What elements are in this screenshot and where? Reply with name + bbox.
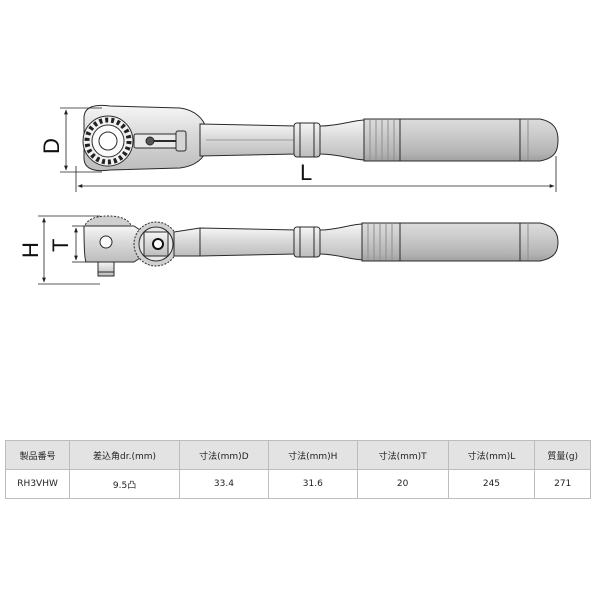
dim-label-L: L [300,160,312,185]
cell-dimension-T: 20 [356,469,449,499]
cell-weight: 271 [534,469,591,499]
dimension-H [38,215,100,285]
dim-label-T: T [48,239,73,252]
cell-drive-size: 9.5凸 [69,469,180,499]
cell-dimension-H: 31.6 [267,469,358,499]
spec-table-header-row: 製品番号 差込角dr.(mm) 寸法(mm)D 寸法(mm)H 寸法(mm)T … [4,440,591,470]
spec-table: 製品番号 差込角dr.(mm) 寸法(mm)D 寸法(mm)H 寸法(mm)T … [4,440,591,499]
cell-dimension-L: 245 [447,469,536,499]
header-drive-size: 差込角dr.(mm) [69,440,180,470]
header-weight: 質量(g) [534,440,591,470]
cell-dimension-D: 33.4 [178,469,269,499]
header-dimension-T: 寸法(mm)T [356,440,449,470]
dimension-D [60,107,102,173]
dim-label-D: D [39,138,64,154]
header-dimension-H: 寸法(mm)H [267,440,358,470]
dim-label-H: H [18,242,43,258]
cell-product-number: RH3VHW [4,469,71,499]
dimension-T [72,225,86,263]
header-dimension-D: 寸法(mm)D [178,440,269,470]
table-row: RH3VHW 9.5凸 33.4 31.6 20 245 271 [4,469,591,499]
dimension-L [75,156,557,192]
ratchet-top-view [82,104,559,172]
ratchet-side-view [83,215,559,277]
header-product-number: 製品番号 [4,440,71,470]
header-dimension-L: 寸法(mm)L [447,440,536,470]
